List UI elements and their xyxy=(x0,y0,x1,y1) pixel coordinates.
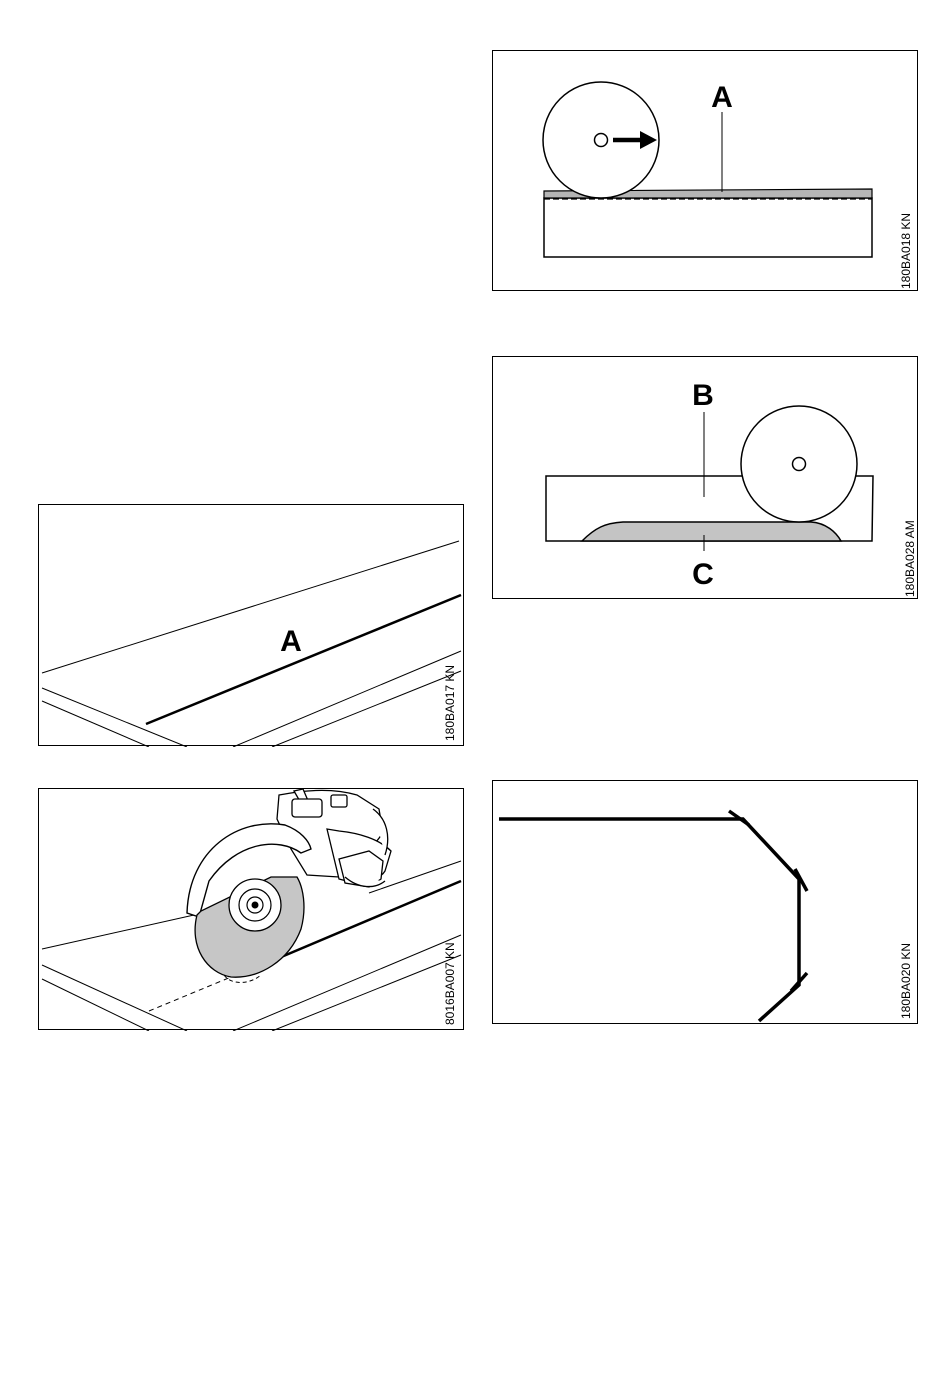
figure-saw-cutting-drawing: 8016BA007 KN xyxy=(39,789,465,1031)
figure-undercut-drawing: B C 180BA028 AM xyxy=(493,357,919,600)
figure-curve-cut-drawing: 180BA020 KN xyxy=(493,781,919,1025)
label-a: A xyxy=(711,81,733,114)
undercut-area xyxy=(582,522,841,541)
figure-code: 180BA018 KN xyxy=(899,213,913,289)
segmented-cut-path xyxy=(499,819,799,1021)
figure-code: 8016BA007 KN xyxy=(443,942,457,1025)
slab xyxy=(544,198,872,257)
figure-undercut: B C 180BA028 AM xyxy=(492,356,918,599)
figure-code: 180BA017 KN xyxy=(443,665,457,741)
wheel-hub xyxy=(793,458,806,471)
figure-groove-cut-drawing: A 180BA018 KN xyxy=(493,51,919,292)
figure-code: 180BA020 KN xyxy=(899,943,913,1019)
figure-saw-cutting: 8016BA007 KN xyxy=(38,788,464,1030)
label-c: C xyxy=(692,558,714,591)
figure-code: 180BA028 AM xyxy=(903,520,917,597)
label-a: A xyxy=(280,625,302,658)
marked-cut-line xyxy=(146,595,461,724)
label-b: B xyxy=(692,379,714,412)
wheel-hub xyxy=(595,134,608,147)
figure-groove-cut: A 180BA018 KN xyxy=(492,50,918,291)
figure-guide-line: A 180BA017 KN xyxy=(38,504,464,746)
figure-curve-cut: 180BA020 KN xyxy=(492,780,918,1024)
figure-guide-line-drawing: A 180BA017 KN xyxy=(39,505,465,747)
